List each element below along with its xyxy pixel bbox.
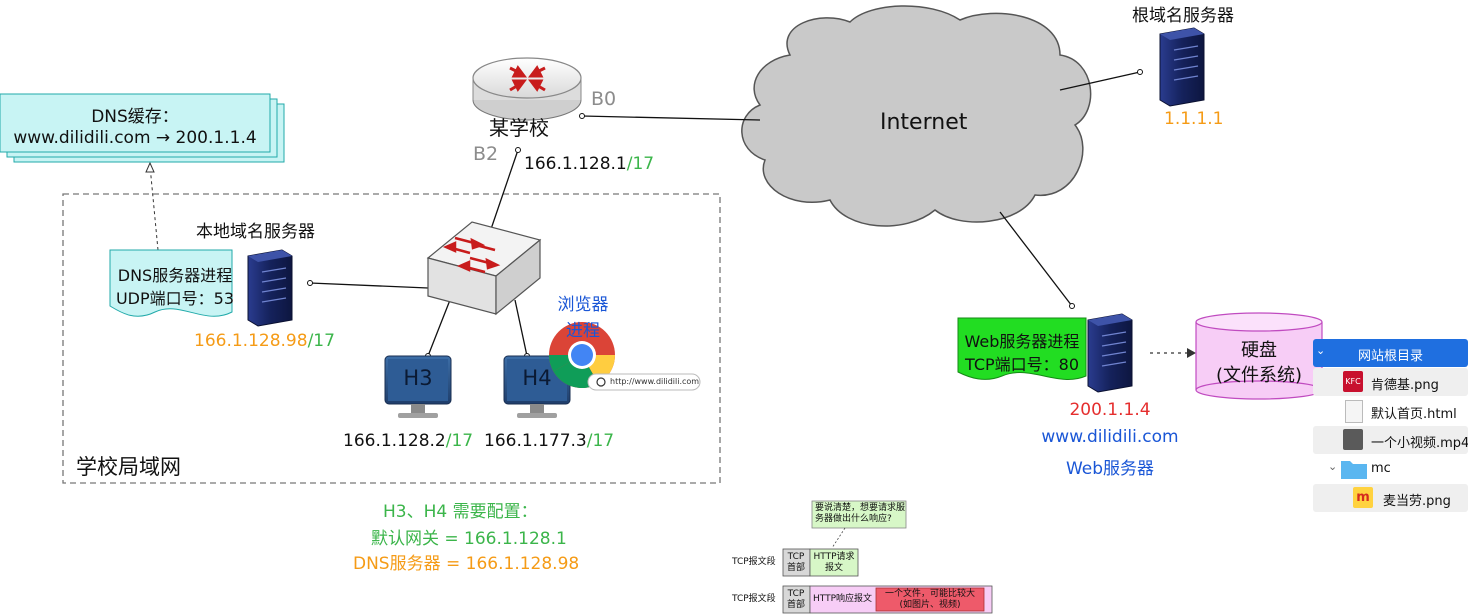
disk-label-line2: (文件系统) <box>1215 365 1303 386</box>
browser-label-line2: 进程 <box>566 321 600 341</box>
web-server-ip: 200.1.1.4 <box>1069 400 1151 420</box>
web-server-role: Web服务器 <box>1065 459 1155 479</box>
segment1-header-text: TCP首部 <box>786 552 805 573</box>
video-thumbnail-icon <box>1343 429 1363 450</box>
link-internet-web <box>999 211 1073 307</box>
link-router-switch <box>489 149 519 233</box>
html-file-icon <box>1345 400 1363 423</box>
web-process-line2: TCP端口号：80 <box>964 355 1080 374</box>
mc-folder-icon <box>1341 461 1367 479</box>
local-dns-ip: 166.1.128.98/17 <box>194 331 335 351</box>
switch-icon <box>426 221 542 316</box>
file-name: 默认首页.html <box>1371 407 1457 422</box>
web-server-icon <box>1087 313 1133 393</box>
file-tree-folder-row[interactable]: ⌄ mc <box>1313 455 1468 483</box>
browser-url[interactable]: http://www.dilidili.com <box>610 377 700 386</box>
file-tree-root-label: 网站根目录 <box>1358 349 1424 364</box>
h3-label: H3 <box>403 366 433 390</box>
file-tree-item[interactable]: m 麦当劳.png <box>1313 484 1468 512</box>
segment1-body-text: HTTP请求报文 <box>813 552 855 573</box>
router-port-b0: B0 <box>591 88 617 110</box>
dns-cache-box <box>0 93 285 163</box>
mcdonalds-image-icon: m <box>1353 487 1373 508</box>
segment2-body-text: HTTP响应报文 <box>813 594 873 604</box>
h3-ip-mask: /17 <box>445 431 474 451</box>
lan-boundary <box>62 193 721 484</box>
folder-name: mc <box>1371 461 1391 476</box>
url-bar <box>587 373 701 391</box>
file-name: 一个小视频.mp4 <box>1371 436 1468 451</box>
local-dns-process-line1: DNS服务器进程 <box>117 266 233 285</box>
segment1-body <box>809 548 859 577</box>
kfc-image-icon: KFC <box>1343 371 1363 392</box>
root-dns-title: 根域名服务器 <box>1132 6 1234 26</box>
router-ip-mask: /17 <box>626 154 655 174</box>
local-dns-ip-address: 166.1.128.98 <box>194 331 308 351</box>
root-dns-ip: 1.1.1.1 <box>1164 109 1224 129</box>
router-label: 某学校 <box>489 116 549 140</box>
link-switch-h4 <box>514 299 528 357</box>
segment1-header <box>782 548 811 577</box>
segment2-label: TCP报文段 <box>732 594 776 604</box>
h4-label: H4 <box>522 366 552 390</box>
config-gateway: 默认网关 = 166.1.128.1 <box>371 529 567 549</box>
segment2-header-text: TCP首部 <box>786 589 805 610</box>
file-tree-item[interactable]: 默认首页.html <box>1313 397 1468 425</box>
file-tree-item[interactable]: 一个小视频.mp4 <box>1313 426 1468 454</box>
config-title: H3、H4 需要配置： <box>383 502 538 522</box>
web-server-domain: www.dilidili.com <box>1041 427 1179 447</box>
link-switch-h3 <box>427 299 451 357</box>
segment2-header <box>782 585 811 614</box>
file-name: 肯德基.png <box>1371 378 1439 393</box>
segment2-extra-text: 一个文件，可能比较大(如图片、视频) <box>884 589 975 610</box>
local-dns-server-icon <box>247 249 293 327</box>
lan-label: 学校局域网 <box>76 455 181 479</box>
dns-cache-entry: www.dilidili.com → 200.1.1.4 <box>13 128 257 148</box>
local-dns-ip-mask: /17 <box>307 331 335 351</box>
h4-ip-mask: /17 <box>586 431 615 451</box>
disk-label-line1: 硬盘 <box>1241 340 1277 361</box>
dns-cache-title: DNS缓存： <box>91 107 179 127</box>
segment-note-bubble <box>811 500 907 529</box>
web-process-line1: Web服务器进程 <box>964 332 1080 351</box>
disk-icon <box>1195 312 1323 400</box>
h3-ip-address: 166.1.128.2 <box>343 431 446 451</box>
router-ip: 166.1.128.1/17 <box>524 154 654 174</box>
internet-cloud <box>741 5 1092 227</box>
router-port-b2: B2 <box>473 143 499 165</box>
segment-note-text: 要说清楚，想要请求服务器做出什么响应? <box>815 503 906 524</box>
internet-label: Internet <box>880 110 968 135</box>
link-router-internet <box>581 115 761 121</box>
file-name: 麦当劳.png <box>1383 494 1451 509</box>
h4-ip: 166.1.177.3/17 <box>484 431 614 451</box>
chevron-down-icon: ⌄ <box>1316 344 1326 357</box>
router-icon <box>472 57 582 121</box>
link-internet-root <box>1059 71 1141 91</box>
browser-label-line1: 浏览器 <box>557 295 609 315</box>
router-ip-address: 166.1.128.1 <box>524 154 627 174</box>
segment2-extra <box>875 587 985 612</box>
local-dns-process-line2: UDP端口号：53 <box>115 289 235 308</box>
file-tree-root-row[interactable]: ⌄ 网站根目录 <box>1313 339 1468 367</box>
h4-ip-address: 166.1.177.3 <box>484 431 587 451</box>
web-process-note <box>957 317 1087 380</box>
local-dns-title: 本地域名服务器 <box>196 222 315 242</box>
root-dns-server-icon <box>1159 27 1205 107</box>
dns-process-note <box>109 249 233 317</box>
h3-monitor-icon <box>384 355 452 418</box>
config-dns: DNS服务器 = 166.1.128.98 <box>353 554 580 574</box>
dns-cache-arrow <box>149 165 159 251</box>
chevron-down-icon: ⌄ <box>1328 460 1338 473</box>
link-switch-dns <box>309 282 429 289</box>
file-tree-item[interactable]: KFC 肯德基.png <box>1313 368 1468 396</box>
h3-ip: 166.1.128.2/17 <box>343 431 473 451</box>
segment1-label: TCP报文段 <box>732 557 776 567</box>
